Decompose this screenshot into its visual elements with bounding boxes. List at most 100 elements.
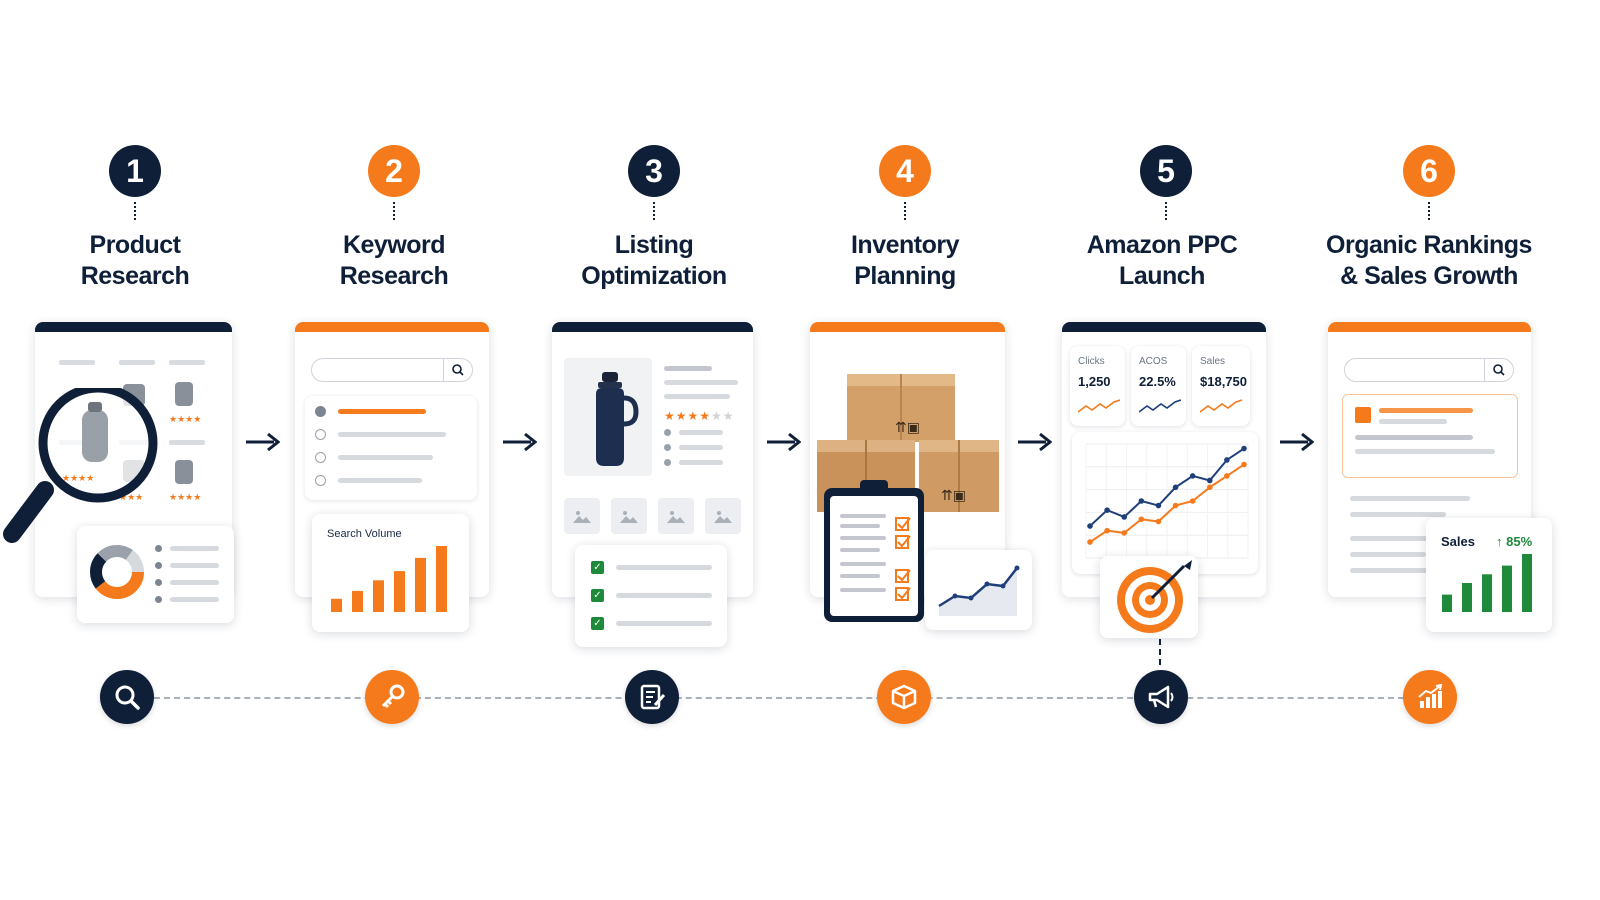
magnifier-icon bbox=[100, 670, 154, 724]
keyword-radio[interactable] bbox=[315, 429, 326, 440]
ppc-series-orange-point bbox=[1121, 530, 1128, 536]
svg-text:★★★: ★★★ bbox=[119, 492, 143, 502]
growth-chart-icon bbox=[1403, 670, 1457, 724]
ppc-series-orange-point bbox=[1087, 539, 1093, 545]
step-6-number: 6 bbox=[1403, 145, 1455, 197]
checklist-card: ✓ ✓ ✓ bbox=[575, 545, 727, 647]
result-line bbox=[1350, 552, 1426, 557]
metric-acos: ACOS 22.5% bbox=[1131, 346, 1186, 426]
image-placeholder-icon[interactable] bbox=[658, 498, 694, 534]
ppc-series-navy-point bbox=[1087, 523, 1093, 529]
ranking-search-input[interactable] bbox=[1344, 358, 1514, 382]
search-volume-bar bbox=[436, 546, 447, 612]
step-4-number: 4 bbox=[879, 145, 931, 197]
listing-text-lines: ★★★★★★ bbox=[664, 366, 744, 466]
step-2-number: 2 bbox=[368, 145, 420, 197]
ppc-series-orange-point bbox=[1189, 498, 1196, 504]
search-volume-card: Search Volume bbox=[312, 514, 469, 632]
result-thumbnail bbox=[1355, 407, 1371, 423]
sales-label: Sales bbox=[1441, 534, 1475, 549]
card-header-bar bbox=[295, 322, 489, 332]
sales-change-badge: ↑ 85% bbox=[1496, 534, 1533, 549]
ppc-series-navy-point bbox=[1104, 507, 1110, 513]
arrow-right-icon bbox=[503, 432, 537, 452]
ppc-series-orange-point bbox=[1206, 484, 1213, 491]
card-header-bar bbox=[552, 322, 753, 332]
box-icon bbox=[877, 670, 931, 724]
ppc-series-orange-point bbox=[1138, 516, 1145, 523]
ppc-series-navy-point bbox=[1189, 473, 1196, 479]
search-volume-bars bbox=[331, 546, 447, 612]
step-3-number: 3 bbox=[628, 145, 680, 197]
card-header-bar bbox=[1328, 322, 1531, 332]
result-line bbox=[1350, 568, 1440, 573]
search-icon[interactable] bbox=[1484, 359, 1513, 381]
ppc-series-navy-point bbox=[1206, 477, 1213, 484]
ppc-series-navy-point bbox=[1172, 484, 1179, 491]
keyword-search-input[interactable] bbox=[311, 358, 473, 382]
arrow-right-icon bbox=[246, 432, 280, 452]
metric-sales: Sales $18,750 bbox=[1192, 346, 1250, 426]
svg-text:★★★★: ★★★★ bbox=[62, 473, 94, 483]
inventory-trend-card bbox=[925, 550, 1032, 630]
checkbox-checked[interactable]: ✓ bbox=[591, 617, 604, 630]
water-bottle-icon bbox=[596, 372, 639, 466]
arrow-right-icon bbox=[767, 432, 801, 452]
magnifier-icon: ★★★★ bbox=[0, 383, 165, 553]
step-connector bbox=[134, 202, 136, 220]
card-header-bar bbox=[810, 322, 1005, 332]
search-icon[interactable] bbox=[443, 359, 472, 381]
legend-lines bbox=[155, 545, 219, 603]
svg-text:⇈▣: ⇈▣ bbox=[941, 487, 966, 503]
ppc-metrics: Clicks 1,250 ACOS 22.5% Sales $18,750 bbox=[1070, 346, 1250, 426]
keyword-radio[interactable] bbox=[315, 475, 326, 486]
arrow-right-icon bbox=[1018, 432, 1052, 452]
trend-line-icon bbox=[938, 565, 1020, 616]
rating-stars-icon: ★★★★★★ bbox=[664, 409, 735, 423]
search-volume-bar bbox=[415, 557, 426, 612]
step-connector bbox=[1165, 202, 1167, 220]
image-placeholder-icon[interactable] bbox=[611, 498, 647, 534]
ppc-series-navy-point bbox=[1155, 502, 1162, 509]
keyword-radio[interactable] bbox=[315, 452, 326, 463]
document-edit-icon bbox=[625, 670, 679, 724]
target-icon bbox=[1117, 560, 1192, 633]
result-line bbox=[1350, 512, 1446, 517]
ppc-series-navy-point bbox=[1121, 514, 1128, 520]
keyword-list bbox=[305, 396, 477, 500]
ppc-series-orange-point bbox=[1104, 527, 1110, 534]
sales-growth-bar bbox=[1522, 554, 1532, 612]
checkbox-checked[interactable]: ✓ bbox=[591, 589, 604, 602]
search-volume-bar bbox=[394, 571, 405, 612]
sales-growth-bar bbox=[1462, 583, 1472, 612]
checkbox-checked[interactable]: ✓ bbox=[591, 561, 604, 574]
sales-growth-bar bbox=[1442, 594, 1452, 612]
search-volume-bar bbox=[373, 580, 384, 612]
key-icon bbox=[365, 670, 419, 724]
ppc-series-orange-point bbox=[1172, 502, 1179, 509]
card-header-bar bbox=[35, 322, 232, 332]
step-connector bbox=[393, 202, 395, 220]
result-line bbox=[1350, 536, 1450, 541]
ppc-series-orange-point bbox=[1155, 518, 1162, 525]
image-placeholder-icon[interactable] bbox=[705, 498, 741, 534]
search-volume-bar bbox=[331, 598, 342, 612]
search-volume-bar bbox=[352, 590, 363, 612]
category-breakdown-card bbox=[77, 526, 234, 623]
ppc-series-navy-point bbox=[1224, 457, 1230, 463]
sales-growth-bar bbox=[1482, 574, 1492, 612]
ppc-performance-chart bbox=[1072, 432, 1258, 574]
image-placeholder-icon[interactable] bbox=[564, 498, 600, 534]
ppc-launch-card: Clicks 1,250 ACOS 22.5% Sales $18,750 bbox=[1062, 322, 1266, 597]
sales-growth-bar bbox=[1502, 565, 1512, 612]
image-thumbnails bbox=[564, 498, 741, 534]
sales-growth-bars bbox=[1442, 554, 1532, 612]
ppc-series-orange-point bbox=[1224, 473, 1230, 479]
clipboard-checklist-icon bbox=[822, 478, 928, 624]
svg-text:★★★★: ★★★★ bbox=[169, 492, 201, 502]
keyword-radio[interactable] bbox=[315, 406, 326, 417]
